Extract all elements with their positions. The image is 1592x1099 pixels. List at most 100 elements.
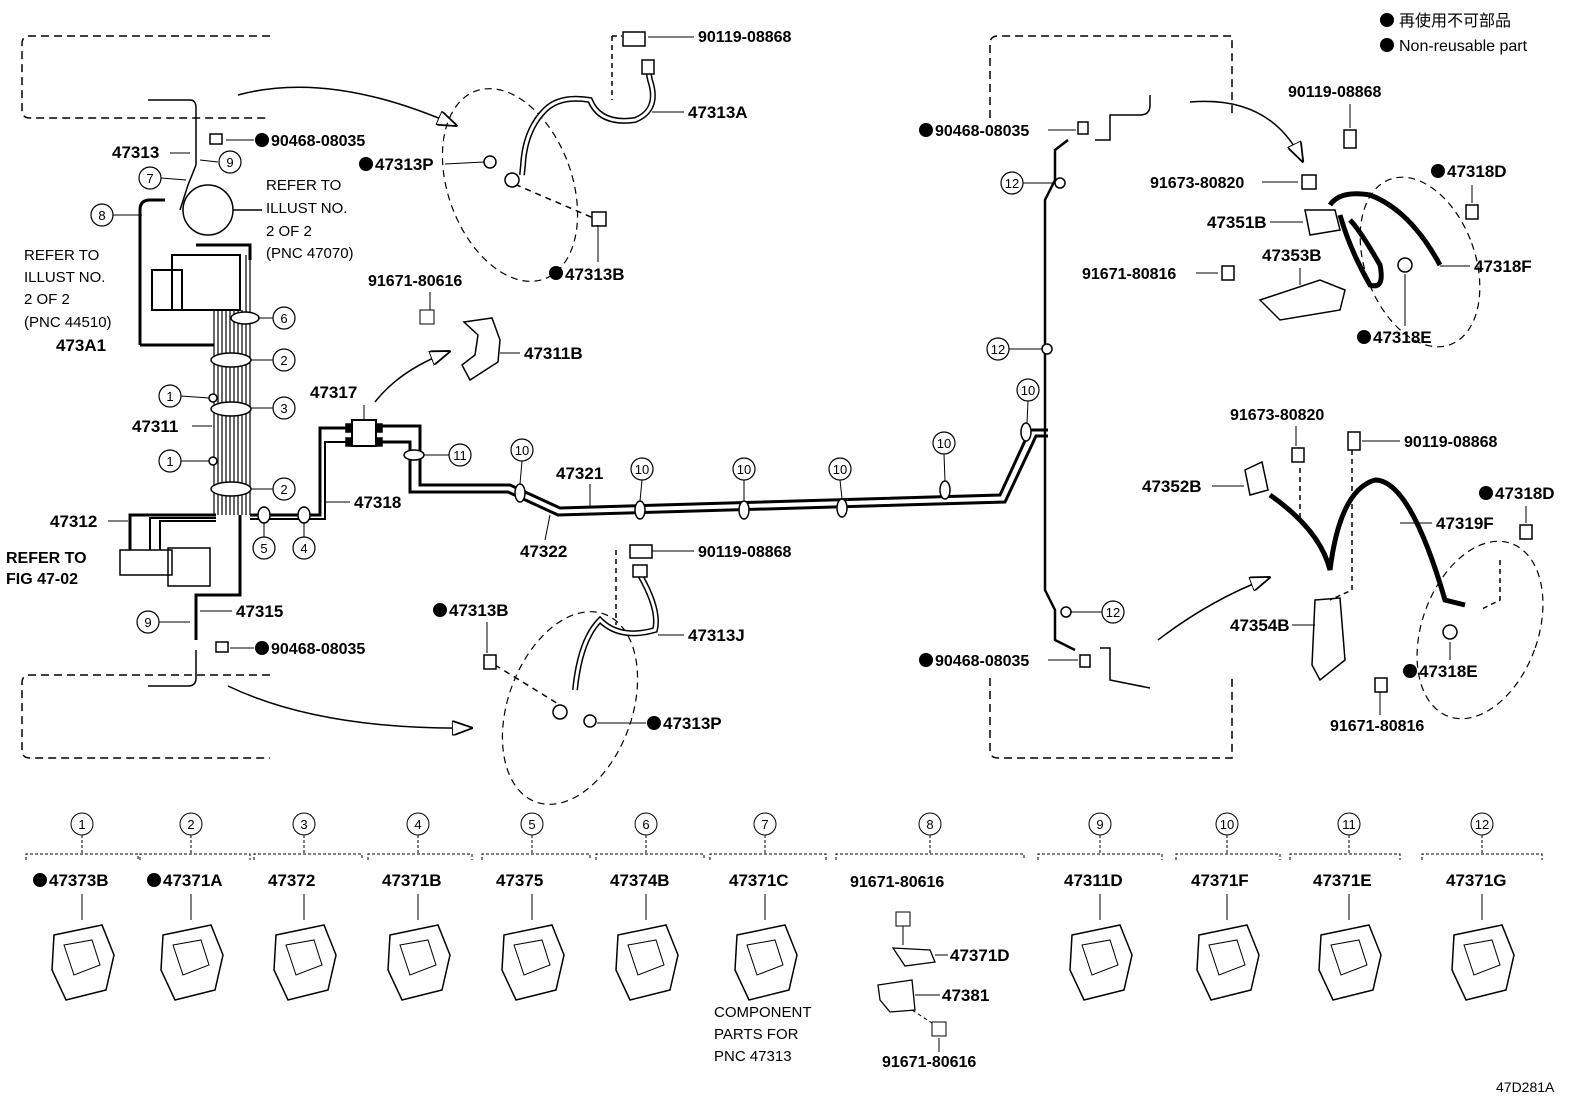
detail-rear-left: [501, 611, 639, 805]
clip-icon: [273, 924, 337, 1001]
clip-ellipse-2-top: [210, 352, 252, 368]
detail-callouts: [441, 88, 1544, 805]
svg-text:COMPONENT: COMPONENT: [714, 1004, 812, 1021]
clip-dot-1a: [208, 393, 218, 403]
right-vertical-pipe: [1043, 139, 1076, 652]
detail-rear-right: [1416, 540, 1544, 720]
wheel-outline-front-right: [989, 35, 1233, 118]
legend-dot-icon: [1380, 13, 1394, 27]
clip-ellipse-2-bottom: [210, 481, 252, 497]
svg-text:8: 8: [98, 208, 105, 223]
svg-text:FIG 47-02: FIG 47-02: [6, 571, 78, 588]
note-refer-fig: REFER TO FIG 47-02: [6, 550, 87, 588]
clip-dot-1b: [208, 456, 218, 466]
svg-text:REFER TO: REFER TO: [266, 177, 341, 194]
label-47313B-a: 47313B: [565, 265, 625, 284]
pipe-473A1: [138, 198, 165, 345]
pipe-47318-b: [250, 441, 346, 520]
clip-ellipse-5: [257, 506, 271, 524]
nonreusable-dot-icon: [33, 873, 47, 887]
clip-part-number: 47371A: [163, 871, 223, 890]
svg-text:2: 2: [280, 482, 287, 497]
svg-text:2: 2: [280, 353, 287, 368]
clip-icon: [51, 924, 115, 1001]
legend-dot-icon: [1380, 38, 1394, 52]
label-90468-c: 90468-08035: [935, 123, 1029, 140]
pipe-bundle: [213, 250, 251, 515]
note-refer-pnc47070: REFER TO ILLUST NO. 2 OF 2 (PNC 47070): [266, 177, 354, 262]
callout-9-top: [218, 150, 242, 174]
hose-47313A: [519, 69, 656, 176]
svg-text:PARTS FOR: PARTS FOR: [714, 1026, 799, 1043]
label-90119-c: 90119-08868: [1288, 84, 1382, 101]
clip-ellipse-6: [230, 311, 260, 325]
label-47318F: 47318F: [1474, 257, 1532, 276]
valve-block-icon: [119, 549, 173, 576]
clip-icon: [1069, 924, 1133, 1001]
clip-table: 147373B247371A347372447371B547375647374B…: [25, 812, 1543, 1001]
clip-ellipse-11: [403, 449, 425, 461]
hose-47319F: [1268, 477, 1466, 608]
pipe-47312-c: [159, 520, 216, 550]
clip-icon: [501, 924, 565, 1001]
clip-ellipse-4: [297, 506, 311, 524]
clip-number: 10: [1220, 817, 1234, 832]
clip-number: 3: [300, 817, 307, 832]
clip-ellipse-10f: [1020, 422, 1032, 442]
svg-text:6: 6: [280, 311, 287, 326]
label-47313J: 47313J: [688, 626, 745, 645]
clip-90468-right-rear: [1079, 654, 1091, 668]
junction-47317-icon: [351, 419, 377, 447]
clip-part-number: 47371G: [1446, 871, 1507, 890]
label-91671-a: 91671-80616: [368, 273, 462, 290]
pipe-47318: [250, 426, 346, 517]
label-47313P-b: 47313P: [663, 714, 722, 733]
label-47313B-b: 47313B: [449, 601, 509, 620]
svg-text:REFER TO: REFER TO: [24, 247, 99, 264]
label-47354B: 47354B: [1230, 616, 1290, 635]
svg-text:4: 4: [300, 541, 307, 556]
clip-number: 5: [528, 817, 535, 832]
clip-part-number: 47311D: [1064, 871, 1123, 890]
svg-text:PNC 47313: PNC 47313: [714, 1048, 792, 1065]
rear-left-line: [148, 650, 197, 687]
svg-text:12: 12: [991, 342, 1005, 357]
svg-text:12: 12: [1106, 605, 1120, 620]
callout-leaders: [113, 177, 1102, 623]
svg-text:2 OF 2: 2 OF 2: [24, 291, 70, 308]
clip-number: 12: [1475, 817, 1489, 832]
svg-text:REFER TO: REFER TO: [6, 550, 87, 567]
label-90468-a: 90468-08035: [271, 133, 365, 150]
clip-table-column: 10 47371F: [1175, 812, 1281, 1001]
label-47317: 47317: [310, 383, 357, 402]
clip-number: 9: [1096, 817, 1103, 832]
pipe-47312-b: [149, 517, 216, 550]
left-brake-assembly: [119, 99, 1048, 687]
part-labels: 47313 90468-08035 47313P 90119-08868 473…: [50, 29, 1555, 735]
booster-icon: [182, 184, 234, 236]
label-47318: 47318: [354, 493, 401, 512]
legend-jp: 再使用不可部品: [1399, 12, 1511, 30]
label-91671-subpart: 91671-80616: [882, 1054, 976, 1071]
clip-part-number: 47371F: [1191, 871, 1249, 890]
valve-body-icon: [167, 547, 211, 587]
label-47311B: 47311B: [524, 344, 583, 363]
label-47319F: 47319F: [1436, 514, 1494, 533]
svg-text:ILLUST NO.: ILLUST NO.: [266, 200, 347, 217]
wheel-outline-rear-right: [989, 678, 1233, 759]
svg-text:10: 10: [635, 462, 649, 477]
rear-right-hose: [1100, 647, 1151, 689]
clip-part-number: 47372: [268, 871, 315, 890]
clip-part-number: 47371B: [382, 871, 442, 890]
pipe-top-loop: [196, 243, 252, 260]
clip-number: 8: [926, 817, 933, 832]
bracket-47352B: [1244, 460, 1269, 496]
svg-text:ILLUST NO.: ILLUST NO.: [24, 269, 105, 286]
